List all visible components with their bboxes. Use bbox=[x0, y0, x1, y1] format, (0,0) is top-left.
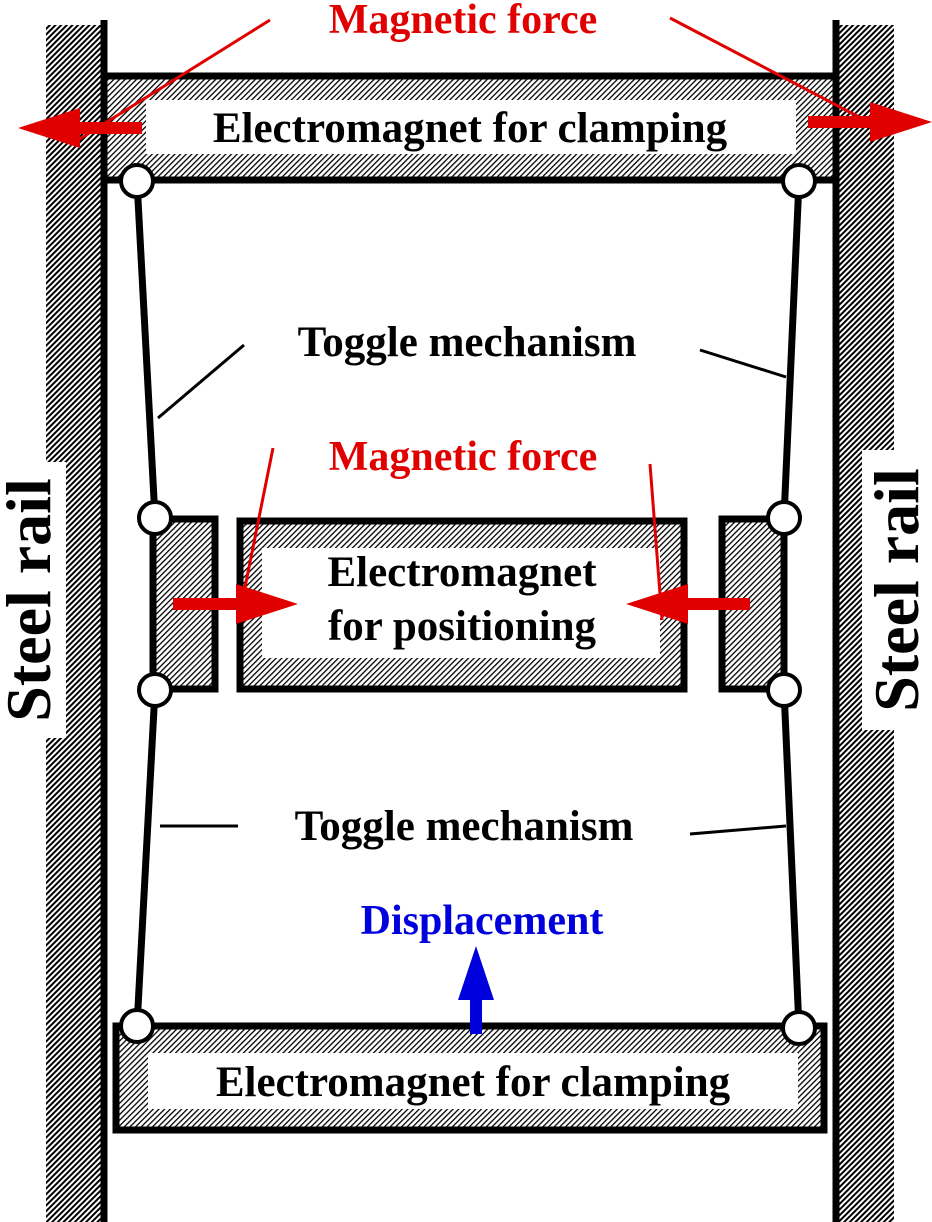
positioning-label-line1: Electromagnet bbox=[327, 549, 597, 596]
force-arrow-left-icon bbox=[18, 108, 142, 148]
steel-rail-right-label: Steel rail bbox=[861, 468, 932, 711]
pivot-joint bbox=[119, 1008, 155, 1044]
pivot-joints bbox=[119, 163, 817, 1046]
force-arrow-inward-right-icon bbox=[626, 584, 750, 624]
pivot-joint bbox=[137, 500, 173, 536]
steel-rail-right-label-bg bbox=[862, 450, 932, 730]
steel-rail-left-label: Steel rail bbox=[0, 478, 64, 721]
pivot-joint bbox=[781, 163, 817, 199]
displacement-arrow-icon bbox=[458, 946, 494, 1034]
pivot-joint bbox=[766, 500, 802, 536]
pivot-joint bbox=[781, 1010, 817, 1046]
toggle-upper-label: Toggle mechanism bbox=[298, 319, 637, 366]
force-arrow-right-icon bbox=[808, 102, 932, 142]
pivot-joint bbox=[119, 163, 155, 199]
toggle-lower-label: Toggle mechanism bbox=[295, 803, 634, 850]
magnetic-force-mid-label: Magnetic force bbox=[329, 434, 598, 480]
displacement-label: Displacement bbox=[361, 898, 604, 944]
pivot-joint bbox=[766, 672, 802, 708]
toggle-leader-lines bbox=[157, 343, 787, 836]
steel-rail-left-label-bg bbox=[0, 462, 66, 738]
clamp-bottom-label: Electromagnet for clamping bbox=[216, 1059, 731, 1106]
magnetic-force-top-label: Magnetic force bbox=[329, 0, 598, 43]
pivot-joint bbox=[137, 672, 173, 708]
bottom-clamping-electromagnet bbox=[112, 1022, 828, 1134]
force-arrow-inward-left-icon bbox=[173, 584, 298, 624]
positioning-label-line2: for positioning bbox=[328, 603, 597, 650]
toggle-links bbox=[133, 180, 803, 1029]
clamp-top-label: Electromagnet for clamping bbox=[213, 105, 728, 152]
